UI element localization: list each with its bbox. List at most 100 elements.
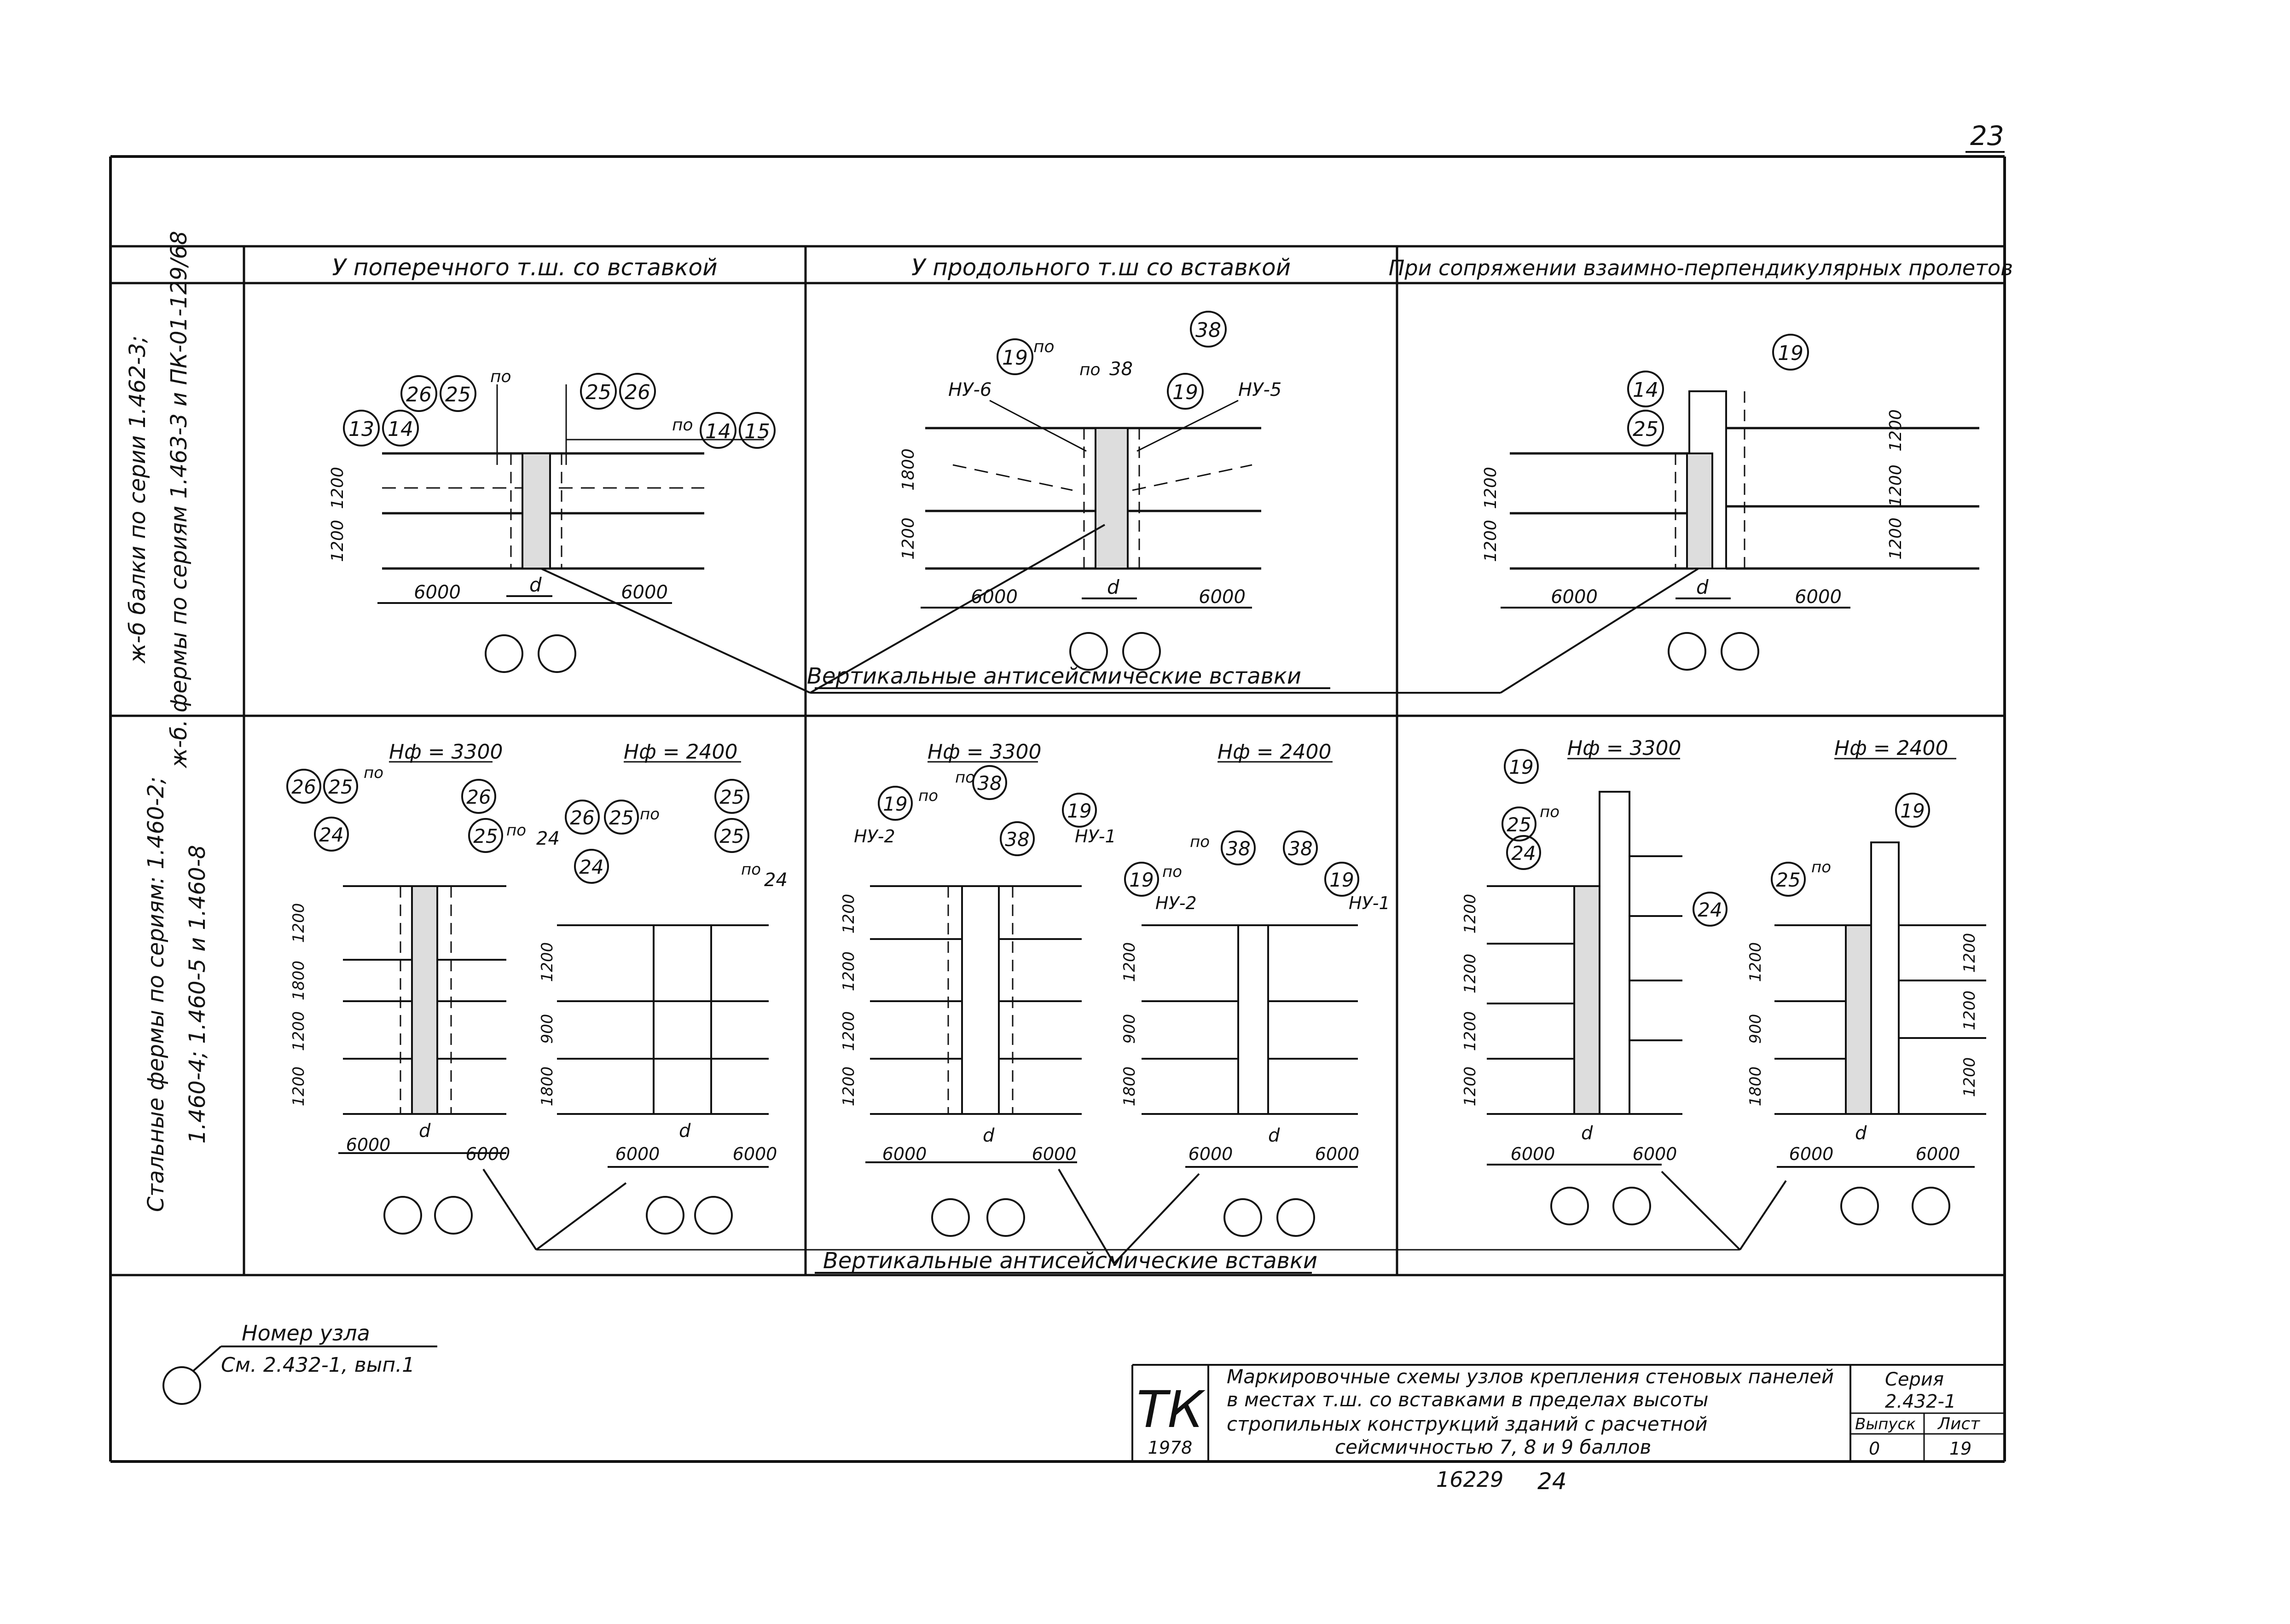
label-po: по [672, 416, 693, 435]
dim-6000: 6000 [1032, 1144, 1077, 1164]
column-header-transverse: У поперечного т.ш. со вставкой [332, 254, 717, 281]
mark-19: 19 [1002, 346, 1028, 370]
dim-6000: 6000 [621, 582, 668, 603]
series-value: 2.432-1 [1885, 1391, 1956, 1412]
dim-1200: 1200 [1120, 942, 1139, 982]
dim-1800: 1800 [1746, 1067, 1765, 1107]
detail-longitudinal-rc: 19 38 19 38 по по НУ-6 НУ-5 d 6000 6000 … [810, 311, 1281, 694]
leaders-row2 [482, 1168, 1787, 1264]
stamp-desc-2: в местах т.ш. со вставками в пределах вы… [1227, 1388, 1709, 1411]
archive-number: 16229 [1436, 1467, 1503, 1492]
dim-6000: 6000 [466, 1144, 510, 1164]
mark-38: 38 [977, 772, 1002, 795]
mark-25: 25 [586, 381, 611, 404]
mark-19: 19 [883, 793, 907, 815]
dim-6000: 6000 [1633, 1144, 1677, 1164]
mark-14: 14 [388, 418, 413, 441]
sheet-label: Лист [1937, 1415, 1980, 1433]
label-po: по [506, 821, 526, 840]
label-nu2: НУ-2 [1155, 893, 1197, 913]
label-d: d [1855, 1123, 1867, 1144]
label-nu1: НУ-1 [1075, 826, 1116, 847]
stamp-logo: ТК [1136, 1380, 1206, 1439]
stamp-desc-1: Маркировочные схемы узлов крепления стен… [1227, 1365, 1834, 1388]
row-label-1-line1: ж-б балки по серии 1.462-3; [125, 336, 151, 664]
hf-3300: Нф = 3300 [1567, 737, 1681, 760]
label-d: d [1581, 1123, 1593, 1144]
stamp-desc-4: сейсмичностью 7, 8 и 9 баллов [1335, 1436, 1651, 1458]
label-po: по [1033, 337, 1055, 356]
dim-1200: 1200 [1461, 1067, 1479, 1107]
column-header-perpendicular: При сопряжении взаимно-перпендикулярных … [1389, 255, 2013, 280]
sheet-frame [109, 155, 2006, 1463]
dim-1200: 1200 [1461, 894, 1479, 934]
detail-transverse-rc: 13 14 26 25 25 26 14 15 по по d 6000 600… [328, 367, 811, 694]
mark-19: 19 [1778, 342, 1803, 365]
dim-6000: 6000 [971, 586, 1018, 608]
mark-24: 24 [1511, 842, 1536, 864]
dim-6000: 6000 [1315, 1144, 1360, 1164]
detail-transverse-steel: Нф = 3300 Нф = 2400 26 25 24 26 25 [286, 740, 788, 1235]
mark-25: 25 [719, 786, 744, 808]
dim-1200: 1200 [840, 894, 858, 934]
dim-6000: 6000 [346, 1135, 391, 1155]
dim-900: 900 [538, 1014, 557, 1044]
dim-1200: 1200 [1886, 409, 1905, 452]
caption-inserts-row1: Вертикальные антисейсмические вставки [807, 663, 1301, 689]
dim-1200: 1200 [840, 1011, 858, 1051]
legend-ref: См. 2.432-1, вып.1 [221, 1353, 415, 1377]
dim-6000: 6000 [615, 1144, 660, 1164]
mark-15: 15 [744, 420, 770, 443]
page-number: 23 [1970, 120, 2004, 151]
dim-1200: 1200 [290, 1067, 308, 1107]
dim-1200: 1200 [328, 520, 347, 562]
label-nu5: НУ-5 [1238, 379, 1281, 400]
dim-1200: 1200 [1481, 520, 1500, 562]
dim-1200: 1200 [538, 942, 557, 982]
dim-6000: 6000 [1199, 586, 1246, 608]
hf-2400: Нф = 2400 [624, 740, 738, 764]
dim-6000: 6000 [414, 582, 461, 603]
mark-38: 38 [1005, 828, 1029, 851]
dim-1200: 1200 [1481, 467, 1500, 509]
label-po: по [741, 860, 761, 879]
column-header-longitudinal: У продольного т.ш со вставкой [911, 254, 1291, 281]
dim-1200: 1200 [290, 1011, 308, 1051]
dim-900: 900 [1746, 1014, 1765, 1044]
mark-14: 14 [705, 420, 731, 443]
dim-6000: 6000 [1789, 1144, 1834, 1164]
dim-1200: 1200 [328, 467, 347, 509]
dim-1200: 1200 [1461, 1011, 1479, 1051]
label-d: d [1696, 576, 1709, 598]
label-d: d [1268, 1125, 1280, 1146]
mark-26: 26 [570, 806, 594, 829]
dim-1200: 1200 [1746, 942, 1765, 982]
mark-25: 25 [445, 383, 471, 406]
detail-perpendicular-rc: 14 25 19 d 6000 6000 1200 1200 1200 1200… [810, 334, 1979, 694]
label-po: по [364, 764, 383, 782]
label-d: d [1107, 576, 1119, 598]
mark-25: 25 [328, 776, 353, 798]
label-nu6: НУ-6 [948, 379, 991, 400]
label-nu1: НУ-1 [1349, 893, 1390, 913]
mark-19: 19 [1129, 869, 1154, 891]
dim-1200: 1200 [840, 1067, 858, 1107]
dim-1200: 1200 [1886, 517, 1905, 560]
mark-24: 24 [536, 828, 560, 849]
hf-2400: Нф = 2400 [1834, 737, 1948, 760]
dim-1800: 1800 [899, 448, 918, 491]
caption-inserts-row2: Вертикальные антисейсмические вставки [823, 1248, 1317, 1274]
dim-6000: 6000 [1795, 586, 1842, 608]
dim-6000: 6000 [1916, 1144, 1960, 1164]
issue-value: 0 [1869, 1438, 1880, 1459]
mark-25: 25 [1633, 418, 1658, 441]
mark-25: 25 [473, 825, 498, 847]
mark-19: 19 [1172, 381, 1198, 404]
row-label-1-line2: ж-б. фермы по сериям 1.463-3 и ПК-01-129… [166, 231, 192, 769]
dim-6000: 6000 [1188, 1144, 1233, 1164]
dim-1800: 1800 [1120, 1067, 1139, 1107]
footer-number: 24 [1537, 1468, 1567, 1495]
mark-25: 25 [609, 806, 633, 829]
mark-19: 19 [1067, 800, 1091, 822]
legend-node-number: Номер узла См. 2.432-1, вып.1 [162, 1321, 437, 1405]
